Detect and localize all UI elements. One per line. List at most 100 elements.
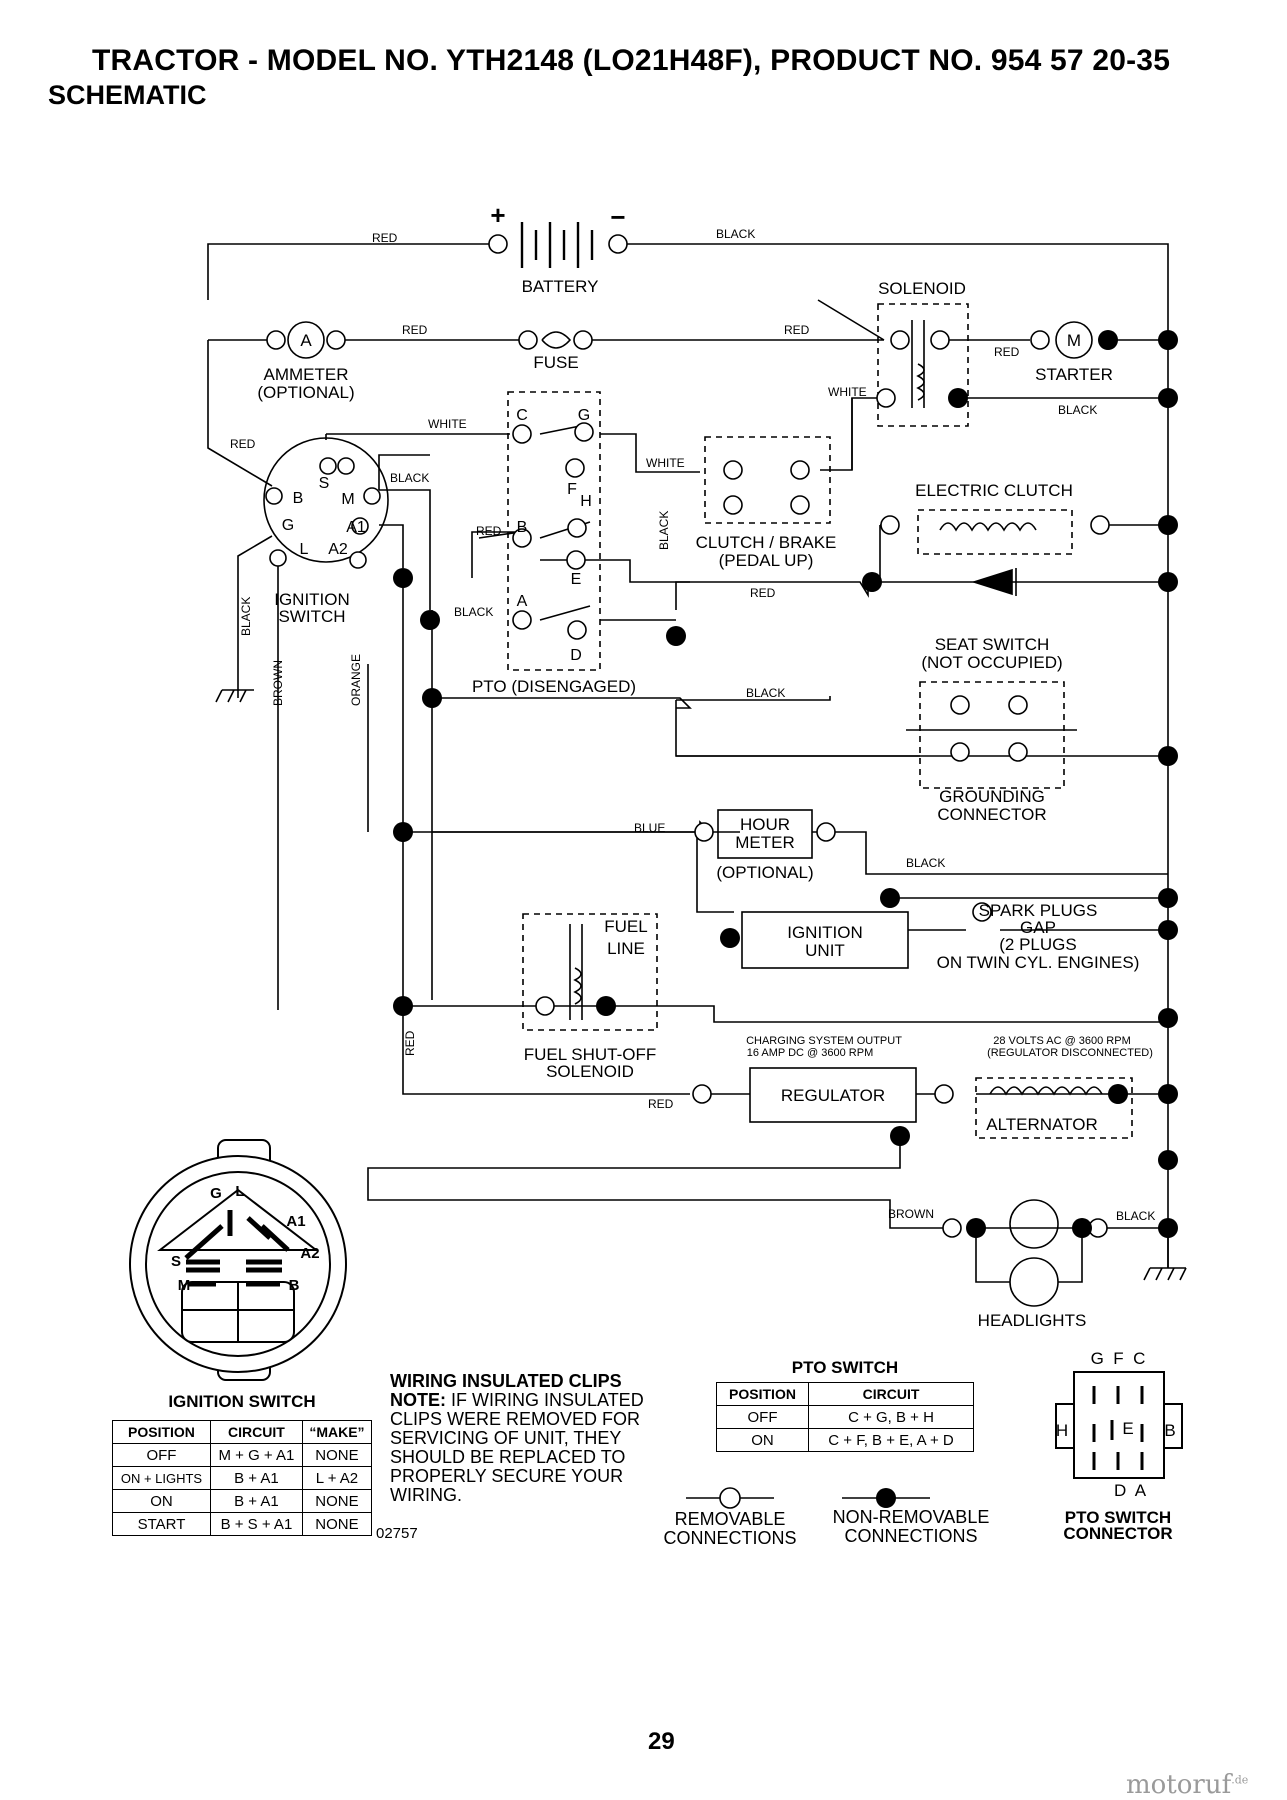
wire-label-red-3: RED [784,323,810,337]
wire-label-red-8: RED [648,1097,674,1111]
table-cell: NONE [301,1512,373,1536]
wire-label-red-2: RED [402,323,428,337]
pto-conn-left: H [1056,1421,1068,1440]
spark-label-2: GAP [1020,918,1056,937]
ignition-unit-label-2: UNIT [805,941,845,960]
pto-conn-top: G F C [1091,1349,1146,1368]
table-cell: OFF [112,1443,211,1467]
legend-removable-line2: CONNECTIONS [663,1528,797,1548]
ignition-switch-face [129,1139,347,1381]
battery-plus: + [490,200,505,230]
ign-face-l: L [235,1183,244,1200]
wire-label-black-6: BLACK [906,856,945,870]
watermark-suffix: .de [1231,1773,1249,1787]
pto-conn-right: B [1164,1421,1175,1440]
seat-switch-label-2: (NOT OCCUPIED) [921,653,1062,672]
ign-term-l: L [300,541,309,558]
grounding-label-2: CONNECTOR [937,805,1046,824]
table-cell: OFF [715,1405,810,1429]
ign-face-m: M [178,1277,191,1294]
table-cell: L + A2 [301,1466,373,1490]
wiring-note-label: NOTE: [390,1390,446,1410]
table-cell: C + G, B + H [808,1405,974,1429]
pto-connector-caption-1: PTO SWITCH [1064,1508,1172,1527]
pto-connector-diagram [1055,1371,1183,1479]
electric-clutch-label: ELECTRIC CLUTCH [915,481,1073,500]
spark-label-4: ON TWIN CYL. ENGINES) [937,953,1140,972]
wire-label-black-4: BLACK [454,605,493,619]
wire-label-red-vert: RED [403,1030,417,1056]
ignition-switch-table: POSITION CIRCUIT “MAKE” OFF M + G + A1 N… [112,1420,373,1536]
solenoid-coil [916,363,925,401]
table-row: OFF C + G, B + H [715,1405,974,1429]
hour-meter-label-2: METER [735,833,795,852]
ign-term-m: M [341,491,354,508]
wire-label-white-3: WHITE [646,456,685,470]
pto-term-d: D [570,647,582,664]
ign-face-b: B [289,1277,300,1294]
table-cell: START [112,1512,211,1536]
wire-label-red-7: RED [750,586,776,600]
fuel-line-label-2: LINE [607,939,645,958]
table-cell: NONE [301,1489,373,1513]
table-cell: B + A1 [209,1489,303,1513]
legend-nonremovable-line2: CONNECTIONS [844,1526,978,1546]
removable-connectors [265,234,1110,1238]
spark-label-1: SPARK PLUGS [979,901,1098,920]
ign-term-a2: A2 [328,541,348,558]
wiring-note-text: IF WIRING INSULATED CLIPS WERE REMOVED F… [390,1390,644,1505]
charging-output-2: 16 AMP DC @ 3600 RPM [747,1047,874,1059]
pto-term-b: B [517,519,528,536]
regulator-label: REGULATOR [781,1086,885,1105]
wire-label-black-2: BLACK [1058,403,1097,417]
pto-label: PTO (DISENGAGED) [472,677,636,696]
watermark: motoruf.de [1126,1770,1248,1800]
fuel-solenoid-label-2: SOLENOID [546,1062,634,1081]
pto-connector-caption: PTO SWITCH CONNECTOR [1046,1508,1190,1543]
pto-term-e: E [571,571,582,588]
ign-term-s: S [319,475,330,492]
table-cell: ON + LIGHTS [112,1466,211,1490]
legend-nonremovable-line1: NON-REMOVABLE [832,1507,990,1527]
ac-output-2: (REGULATOR DISCONNECTED) [987,1047,1153,1059]
ign-col-make: “MAKE” [301,1420,373,1444]
ammeter-letter: A [300,331,312,350]
non-removable-connectors [393,330,1178,1238]
table-row: ON B + A1 NONE [112,1489,373,1513]
solenoid-label: SOLENOID [878,279,966,298]
wire-label-red-4: RED [994,345,1020,359]
alternator-label: ALTERNATOR [986,1115,1097,1134]
seat-switch-label-1: SEAT SWITCH [935,635,1050,654]
ignition-unit-label-1: IGNITION [787,923,863,942]
ignition-switch-label-2: SWITCH [278,607,345,626]
ign-face-g: G [210,1185,222,1202]
ign-face-a1: A1 [286,1213,305,1230]
pto-switch-table: POSITION CIRCUIT OFF C + G, B + H ON C +… [715,1382,974,1452]
fuel-solenoid-label-1: FUEL SHUT-OFF [524,1045,657,1064]
legend-removable-line1: REMOVABLE [674,1509,786,1529]
ammeter-label-1: AMMETER [264,365,349,384]
charging-output-1: CHARGING SYSTEM OUTPUT [746,1035,902,1047]
hour-meter-optional: (OPTIONAL) [716,863,813,882]
pto-term-a: A [517,593,528,610]
table-row: OFF M + G + A1 NONE [112,1443,373,1467]
pto-col-circuit: CIRCUIT [808,1382,974,1406]
wiring-note-heading: WIRING INSULATED CLIPS [390,1371,622,1391]
fuel-line-label-1: FUEL [604,917,647,936]
figure-code: 02757 [376,1525,418,1542]
ignition-switch-label-1: IGNITION [274,590,350,609]
legend-removable: REMOVABLE CONNECTIONS [650,1510,810,1548]
table-cell: NONE [301,1443,373,1467]
wire-label-black-7: BLACK [1116,1209,1155,1223]
headlights-label: HEADLIGHTS [978,1311,1087,1330]
ac-output-1: 28 VOLTS AC @ 3600 RPM [993,1035,1131,1047]
spark-label-3: (2 PLUGS [999,935,1076,954]
wire-label-black-vert: BLACK [239,597,253,636]
clutch-brake-label-1: CLUTCH / BRAKE [696,533,837,552]
pto-connector-caption-2: CONNECTOR [1063,1524,1173,1543]
starter-letter: M [1067,331,1081,350]
table-cell: B + S + A1 [209,1512,303,1536]
pto-term-f: F [567,481,577,498]
table-row: ON + LIGHTS B + A1 L + A2 [112,1466,373,1490]
wire-label-black-5: BLACK [746,686,785,700]
